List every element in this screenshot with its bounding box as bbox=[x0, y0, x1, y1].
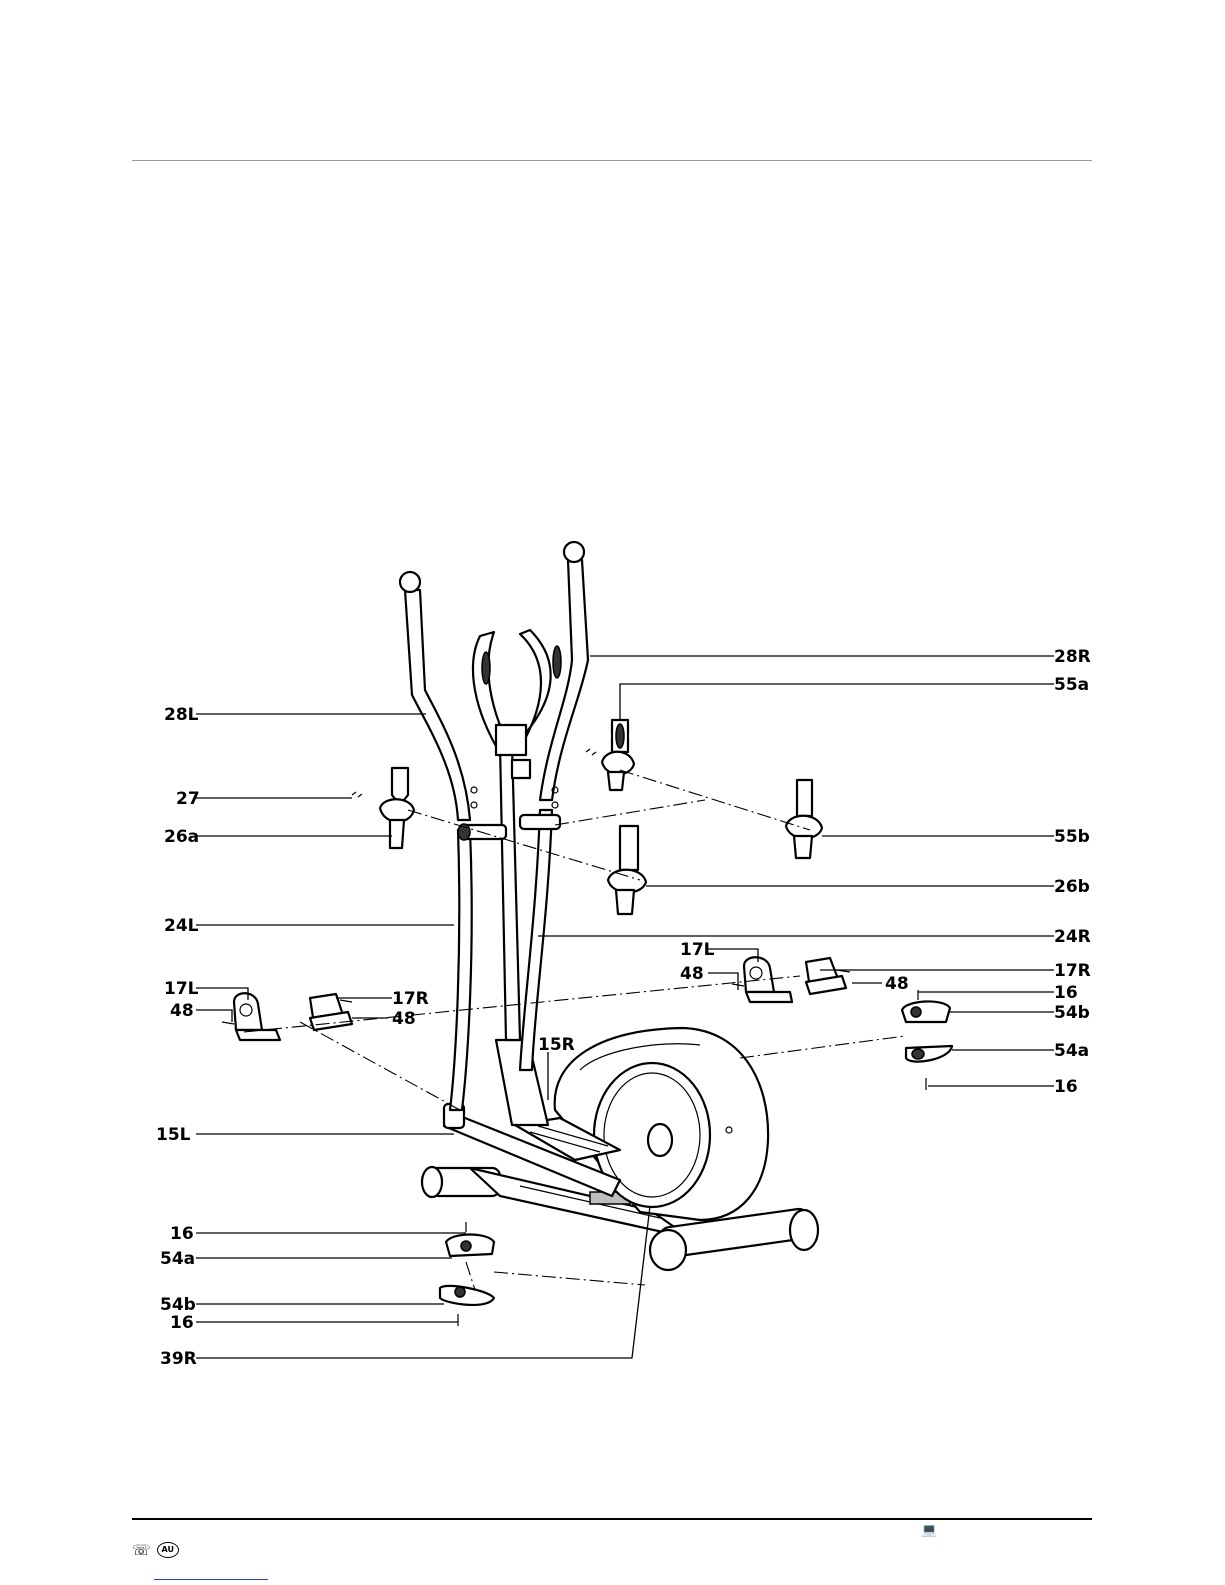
callout-16-bottom-b: 16 bbox=[170, 1313, 194, 1333]
callout-54a-right: 54a bbox=[1054, 1041, 1089, 1061]
phone-icon: ☏ bbox=[132, 1542, 151, 1558]
callout-15R: 15R bbox=[538, 1035, 575, 1055]
callout-55a: 55a bbox=[1054, 675, 1089, 695]
callout-26b: 26b bbox=[1054, 877, 1090, 897]
callout-54a-bottom: 54a bbox=[160, 1249, 195, 1269]
callout-15L: 15L bbox=[156, 1125, 191, 1145]
elliptical-trainer-drawing bbox=[400, 542, 818, 1270]
callout-48-left-b: 48 bbox=[392, 1009, 416, 1029]
callout-24L: 24L bbox=[164, 916, 199, 936]
callout-24R: 24R bbox=[1054, 927, 1091, 947]
callout-16-right-top: 16 bbox=[1054, 983, 1078, 1003]
footer-icons: ☏ AU bbox=[132, 1542, 179, 1558]
callout-28L: 28L bbox=[164, 705, 199, 725]
loose-parts bbox=[222, 720, 952, 1326]
callout-17R-right: 17R bbox=[1054, 961, 1091, 981]
callout-55b: 55b bbox=[1054, 827, 1090, 847]
callout-54b-right: 54b bbox=[1054, 1003, 1090, 1023]
callout-48-right-a: 48 bbox=[680, 964, 704, 984]
callout-48-left-a: 48 bbox=[170, 1001, 194, 1021]
callout-39R: 39R bbox=[160, 1349, 197, 1369]
footer-rule bbox=[132, 1518, 1092, 1520]
callout-54b-bottom: 54b bbox=[160, 1295, 196, 1315]
callout-28R: 28R bbox=[1054, 647, 1091, 667]
callout-16-bottom-a: 16 bbox=[170, 1224, 194, 1244]
region-badge: AU bbox=[157, 1542, 179, 1558]
footer-link-underline[interactable] bbox=[154, 1579, 268, 1580]
callout-17R-left: 17R bbox=[392, 989, 429, 1009]
callout-27: 27 bbox=[176, 789, 200, 809]
callout-26a: 26a bbox=[164, 827, 199, 847]
laptop-icon: 💻 bbox=[921, 1524, 937, 1538]
callout-17L-left: 17L bbox=[164, 979, 199, 999]
callout-17L-right: 17L bbox=[680, 940, 715, 960]
callout-48-right-b: 48 bbox=[885, 974, 909, 994]
callout-16-right-bottom: 16 bbox=[1054, 1077, 1078, 1097]
